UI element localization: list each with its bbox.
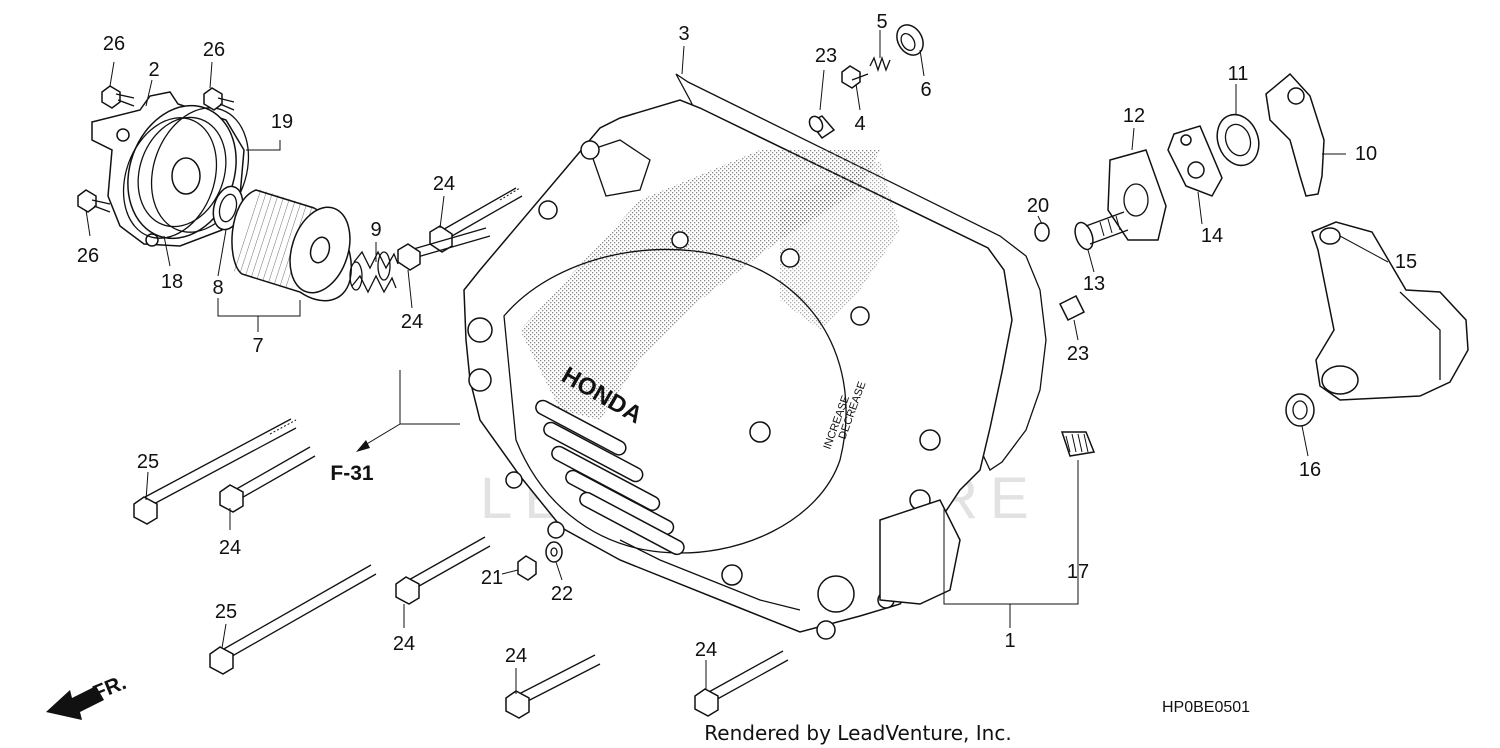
callout-25-upper: 25 [137, 451, 159, 473]
reference-f31: F-31 [330, 462, 374, 485]
callout-26-left: 26 [103, 33, 125, 55]
callout-23-right: 23 [1067, 343, 1089, 365]
shift-arm-15 [1311, 221, 1469, 401]
bearing-17 [1060, 431, 1096, 457]
seal-11 [1216, 113, 1260, 167]
callout-10: 10 [1355, 143, 1377, 165]
credit-text: Rendered by LeadVenture, Inc. [704, 721, 1011, 745]
callout-13: 13 [1083, 273, 1105, 295]
diagram-code: HP0BE0501 [1162, 699, 1250, 716]
callout-labels: 1 2 3 4 5 6 7 8 9 10 11 12 13 14 15 16 1… [77, 11, 1417, 667]
spring-5 [869, 55, 891, 73]
callout-9: 9 [370, 219, 381, 241]
bolt-4 [841, 65, 869, 89]
callout-2: 2 [148, 59, 159, 81]
callout-23-top: 23 [815, 45, 837, 67]
front-direction-marker: FR. [46, 671, 130, 720]
front-crankcase-cover-1: HONDA INCREASE DECREASE [463, 99, 1013, 640]
callout-11: 11 [1228, 63, 1249, 85]
callout-17: 17 [1067, 561, 1089, 583]
o-ring-19 [150, 107, 250, 233]
bolt-24-center-d [395, 536, 491, 605]
callout-4: 4 [854, 113, 865, 135]
callout-7: 7 [252, 335, 263, 357]
oil-filter-7 [230, 188, 352, 302]
leader-lines [85, 30, 1389, 694]
callout-26-right: 26 [203, 39, 225, 61]
callout-18: 18 [161, 271, 183, 293]
oil-filter-cover-2 [91, 91, 245, 247]
washer-16 [1285, 393, 1315, 427]
callout-24-left: 24 [219, 537, 241, 559]
callout-15: 15 [1395, 251, 1417, 273]
plate-14 [1167, 125, 1223, 197]
cap-6 [896, 24, 924, 56]
callout-5: 5 [876, 11, 887, 33]
callout-24-center: 24 [393, 633, 415, 655]
bolt-25-left-a [133, 418, 297, 525]
callout-3: 3 [678, 23, 689, 45]
arm-10 [1265, 72, 1325, 197]
bolt-24-upper-a [429, 187, 523, 253]
plate-12 [1107, 149, 1167, 241]
callout-8: 8 [212, 277, 223, 299]
callout-24-mid: 24 [401, 311, 423, 333]
o-ring-18 [122, 117, 218, 239]
callout-12: 12 [1123, 105, 1145, 127]
callout-24-right: 24 [695, 639, 717, 661]
callout-24-bottom: 24 [505, 645, 527, 667]
callout-26-bottom: 26 [77, 245, 99, 267]
cover-vents [535, 399, 685, 556]
dowel-pin-23-right [1058, 294, 1086, 322]
callout-24-upper: 24 [433, 173, 455, 195]
bolt-24-upper-b [397, 227, 491, 271]
bolt-25-left-c [209, 564, 377, 675]
callout-14: 14 [1201, 225, 1223, 247]
nut-21 [517, 555, 537, 581]
callout-1: 1 [1004, 630, 1015, 652]
callout-20: 20 [1027, 195, 1049, 217]
washer-22 [545, 541, 563, 563]
spring-9 [349, 250, 399, 294]
washer-20 [1034, 222, 1050, 242]
callout-16: 16 [1299, 459, 1321, 481]
callout-19: 19 [271, 111, 293, 133]
flange-bolts-26 [77, 85, 235, 213]
callout-6: 6 [920, 79, 931, 101]
callout-25-lower: 25 [215, 601, 237, 623]
dowel-pin-23-top [808, 115, 836, 140]
callout-22: 22 [551, 583, 573, 605]
bolt-24-bottom-f [694, 650, 789, 717]
bolt-13 [1074, 211, 1129, 251]
front-marker-label: FR. [90, 671, 130, 705]
bolt-24-left-b [219, 446, 316, 513]
callout-21: 21 [481, 567, 503, 589]
